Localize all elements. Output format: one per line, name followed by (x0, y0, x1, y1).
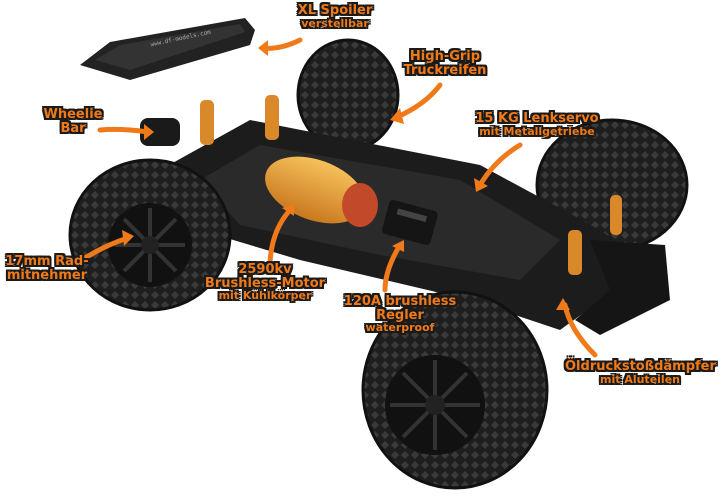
arrow-heads (122, 40, 570, 310)
callout-shocks: Öldruckstoßdämpfer mit Aluteilen (565, 359, 716, 386)
esc (382, 200, 438, 245)
rear-left-wheel (68, 158, 232, 312)
callout-esc: 120A brushless Regler waterproof (343, 294, 457, 335)
arrow-tires (392, 82, 443, 121)
front-left-wheel (361, 290, 549, 490)
arrow-servo (477, 142, 523, 188)
callout-wheelie: Wheelie Bar (43, 107, 103, 136)
callout-motor: 2590kv Brushless-Motor mit Kühlkörper (204, 262, 326, 303)
callout-hub: 17mm Rad- mitnehmer (5, 254, 89, 283)
arrow-motor (267, 207, 293, 265)
arrow-wheelie (97, 126, 151, 135)
arrow-esc (382, 242, 403, 293)
rear-spoiler (80, 18, 255, 80)
callout-servo: 15 KG Lenkservo mit Metallgetriebe (475, 111, 599, 138)
callout-tires: High-Grip Truckreifen (403, 49, 487, 78)
callout-spoiler: XL Spoiler verstellbar (297, 3, 373, 30)
